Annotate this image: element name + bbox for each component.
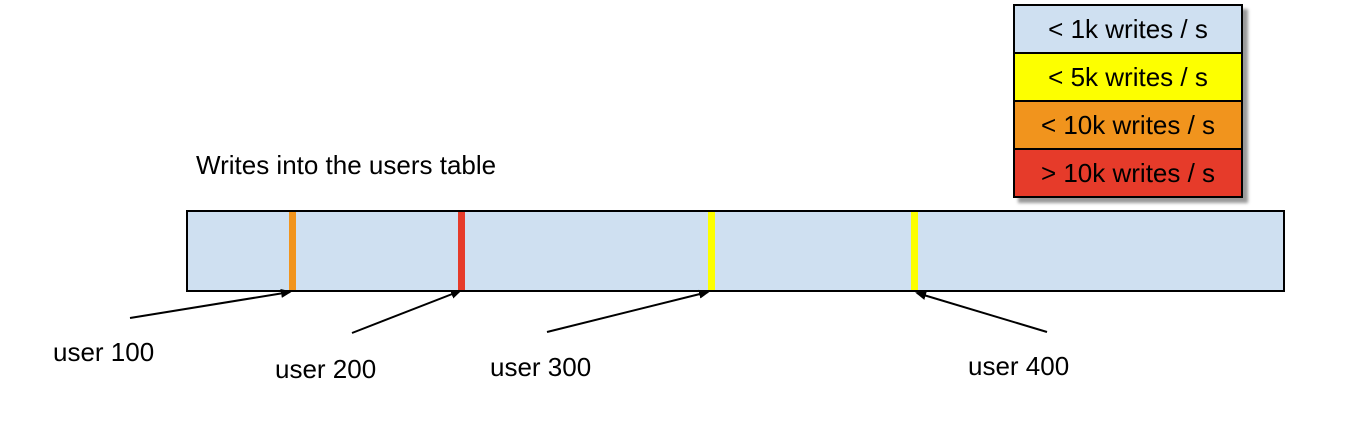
legend-item-label: > 10k writes / s — [1040, 157, 1216, 188]
legend-item-lt-1k: < 1k writes / s — [1015, 6, 1241, 52]
legend-item-label: < 10k writes / s — [1040, 109, 1216, 140]
arrow-user-300 — [546, 289, 710, 333]
diagram-title: Writes into the users table — [196, 150, 497, 180]
legend: < 1k writes / s < 5k writes / s < 10k wr… — [1013, 4, 1243, 198]
user-label-100: user 100 — [53, 337, 155, 367]
users-table-bar — [186, 210, 1285, 292]
legend-item-lt-10k: < 10k writes / s — [1015, 100, 1241, 148]
hotspot-marker-user-400 — [911, 212, 918, 290]
arrow-user-100 — [129, 289, 292, 319]
user-label-200: user 200 — [275, 354, 377, 384]
legend-item-gt-10k: > 10k writes / s — [1015, 148, 1241, 196]
legend-item-label: < 1k writes / s — [1048, 13, 1208, 44]
user-label-400: user 400 — [968, 351, 1070, 381]
hotspot-marker-user-200 — [458, 212, 465, 290]
legend-item-label: < 5k writes / s — [1048, 61, 1208, 92]
arrow-user-400 — [915, 291, 1048, 333]
hotspot-marker-user-100 — [289, 212, 296, 290]
user-label-300: user 300 — [490, 352, 592, 382]
legend-item-lt-5k: < 5k writes / s — [1015, 52, 1241, 100]
hotspot-marker-user-300 — [708, 212, 715, 290]
arrow-user-200 — [351, 290, 462, 334]
